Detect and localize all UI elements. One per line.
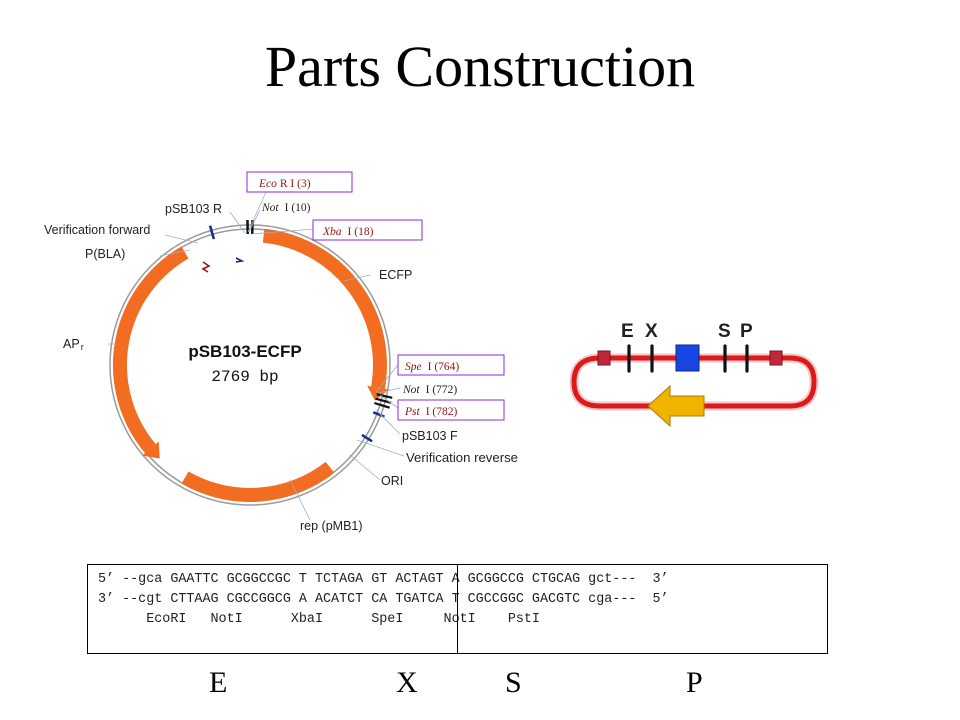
rep-label: rep (pMB1) xyxy=(300,519,363,533)
ecori-site-box xyxy=(246,171,353,193)
bottom-letter-s: S xyxy=(505,666,522,699)
psti-site-box xyxy=(397,399,505,421)
plasmid-size: 2769 bp xyxy=(211,368,278,386)
reverse-arrow-icon xyxy=(647,384,705,428)
ecfp-label: ECFP xyxy=(379,268,412,282)
plasmid-name: pSB103-ECFP xyxy=(188,342,301,361)
rep-arc xyxy=(181,461,335,502)
apr-arrowhead xyxy=(142,441,160,459)
prefix-block xyxy=(597,350,611,366)
leader-lines xyxy=(108,191,405,521)
apr-label: APr xyxy=(63,337,84,352)
verification-reverse-primer xyxy=(361,433,373,443)
spei-site-box xyxy=(397,354,505,376)
backbone-outer xyxy=(109,224,391,506)
apr-arc xyxy=(113,246,189,454)
biobrick-letter-s: S xyxy=(718,321,731,342)
verification-reverse-label: Verification reverse xyxy=(406,451,518,465)
psb103-f-label: pSB103 F xyxy=(402,429,458,443)
psb103-r-label: pSB103 R xyxy=(165,202,222,216)
bottom-letter-e: E xyxy=(209,666,228,699)
bottom-letter-p: P xyxy=(686,666,703,699)
bottom-letter-x: X xyxy=(396,666,418,699)
noti-bottom-tick xyxy=(375,397,392,404)
ecfp-arc xyxy=(262,228,387,389)
psti-tick xyxy=(373,401,390,409)
pbla-promoter-icon xyxy=(201,261,211,273)
bottom-strand: 3’ --cgt CTTAAG CGCCGGCG A ACATCT CA TGA… xyxy=(98,592,669,607)
biobrick-letter-p: P xyxy=(740,321,753,342)
psb103-f-primer xyxy=(372,411,385,418)
biobrick-letter-e: E xyxy=(621,321,634,342)
ecfp-arrowhead xyxy=(367,385,389,401)
verification-forward-label: Verification forward xyxy=(44,223,150,237)
biobrick-site-ticks xyxy=(627,344,749,373)
top-strand: 5’ --gca GAATTC GCGGCCGC T TCTAGA GT ACT… xyxy=(98,572,669,587)
insert-block xyxy=(675,344,700,372)
spei-tick xyxy=(376,393,393,399)
slide-title: Parts Construction xyxy=(264,34,696,99)
ori-label: ORI xyxy=(381,474,403,488)
prefix-suffix-divider xyxy=(457,564,458,654)
xbai-site-box xyxy=(312,219,423,241)
enzyme-labels: EcoRI NotI XbaI SpeI NotI PstI xyxy=(98,612,540,627)
verification-forward-primer xyxy=(208,225,216,240)
suffix-block xyxy=(769,350,783,366)
psb103r-primer-icon xyxy=(235,257,245,263)
pbla-label: P(BLA) xyxy=(85,247,125,261)
biobrick-letter-x: X xyxy=(645,321,658,342)
biobrick-diagram: E X S P xyxy=(569,321,819,428)
